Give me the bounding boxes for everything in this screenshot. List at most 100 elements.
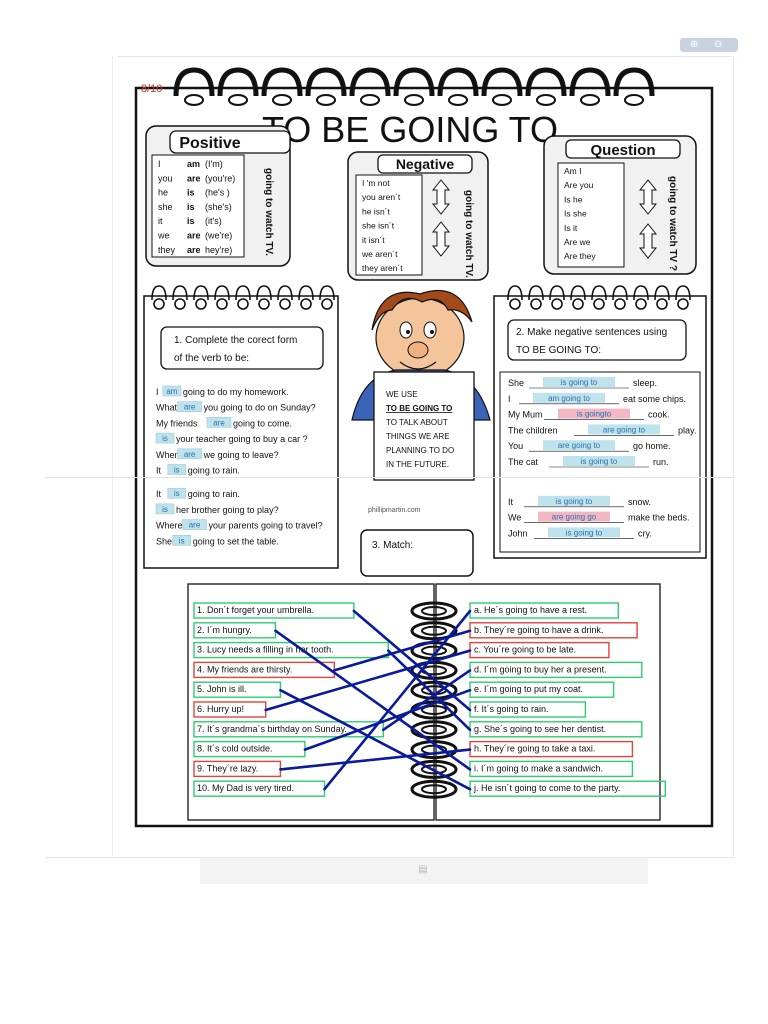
exercise2-text: play.	[678, 425, 696, 435]
binder-ring	[613, 67, 655, 97]
exercise2-text: She	[508, 378, 524, 388]
positive-verb: is	[187, 216, 195, 226]
match-left-item: 7. It´s grandma´s birthday on Sunday.	[197, 724, 347, 734]
match-right-item: d. I´m going to buy her a present.	[474, 664, 607, 674]
positive-pronoun: you	[158, 173, 173, 183]
exercise1-answer-box	[167, 464, 187, 475]
spiral-hole	[593, 298, 605, 310]
exercise2-text: cook.	[648, 410, 670, 420]
exercise1-answer-box	[172, 534, 191, 546]
match-line	[279, 748, 472, 771]
match-right-item: a. He´s going to have a rest.	[474, 605, 587, 615]
exercise2-answer: is going to	[566, 528, 603, 537]
match-right-item: g. She´s going to see her dentist.	[474, 724, 606, 734]
page-frame-right	[733, 56, 734, 856]
negative-row: I 'm not	[362, 178, 390, 188]
exercise1-answer: is	[174, 466, 180, 475]
illustration-credit: phillipmartin.com	[368, 507, 421, 514]
positive-verb: are	[187, 173, 201, 183]
question-row: Is it	[564, 223, 578, 233]
exercise3-label: 3. Match:	[372, 540, 413, 551]
exercise1-answer-box	[177, 401, 202, 413]
zoom-in-icon[interactable]: ⊕	[690, 39, 699, 50]
match-left-item: 5. John is ill.	[197, 684, 247, 694]
exercise1-instruction-2: of the verb to be:	[174, 353, 249, 364]
exercise2-text: We	[508, 513, 521, 523]
match-line	[386, 649, 472, 732]
exercise1-answer-box	[155, 503, 175, 515]
exercise2-instruction-2: TO BE GOING TO:	[516, 345, 601, 356]
negative-row: he isn´t	[362, 206, 391, 216]
question-row: Are you	[564, 180, 594, 190]
match-line	[279, 688, 472, 791]
exercise3-label-box	[360, 529, 474, 577]
exercise2-answer-box	[538, 495, 610, 506]
match-left-item: 8. It´s cold outside.	[197, 744, 273, 754]
positive-heading: Positive	[179, 135, 240, 152]
exercise1-text: It	[156, 466, 162, 476]
exercise1-answer: is	[179, 536, 185, 545]
center-note-line: THINGS WE ARE	[386, 432, 450, 441]
page-icon: ▤	[418, 864, 428, 875]
exercise1-text: What	[156, 403, 178, 413]
positive-verb: are	[187, 245, 201, 255]
spiral-hole	[216, 298, 228, 310]
spiral-hole	[614, 298, 626, 310]
exercise1-text: your parents going to travel?	[209, 521, 323, 531]
positive-side-text: going to watch TV.	[263, 168, 274, 256]
exercise2-answer-box	[548, 527, 620, 538]
page-frame-top	[118, 56, 732, 57]
exercise2-text: I	[508, 394, 511, 404]
exercise1-answer-box	[162, 385, 182, 397]
positive-contraction: hey're)	[205, 245, 232, 255]
positive-contraction: (he's )	[205, 188, 230, 198]
exercise1-text: going to come.	[233, 418, 292, 428]
page-counter: 8/10	[141, 83, 162, 95]
binder-ring	[437, 67, 479, 97]
exercise1-answer: are	[184, 403, 196, 412]
center-note-card	[373, 371, 475, 481]
exercise1-text: your teacher going to buy a car ?	[176, 434, 308, 444]
exercise1-text: When	[156, 450, 180, 460]
exercise1-answer: are	[213, 418, 225, 427]
binder-ring	[349, 67, 391, 97]
exercise1-text: I	[156, 387, 159, 397]
exercise1-answer: are	[189, 521, 201, 530]
exercise2-text: The cat	[508, 457, 539, 467]
match-line	[352, 609, 472, 712]
positive-contraction: (she's)	[205, 202, 232, 212]
match-lines	[264, 609, 472, 791]
exercise2-text: It	[508, 497, 514, 507]
exercise1-answer: are	[184, 450, 196, 459]
negative-row: they aren´t	[362, 263, 403, 273]
exercise1-answer-box	[167, 487, 187, 499]
positive-verb: are	[187, 231, 201, 241]
match-left-item: 10. My Dad is very tired.	[197, 783, 294, 793]
page-divider-top	[45, 477, 735, 478]
spiral-hole	[279, 298, 291, 310]
match-left-item: 9. They´re lazy.	[197, 763, 258, 773]
spiral-hole	[153, 298, 165, 310]
spine-ring	[410, 779, 458, 799]
positive-pronoun: they	[158, 245, 176, 255]
match-right-item: i. I´m going to make a sandwich.	[474, 763, 603, 773]
exercise1-answer-box	[182, 519, 207, 530]
question-row: Is she	[564, 209, 587, 219]
exercise2-instruction-1: 2. Make negative sentences using	[516, 327, 667, 338]
negative-row: it isn´t	[362, 235, 385, 245]
exercise1-text: My friends	[156, 418, 198, 428]
binder-ring	[393, 67, 435, 97]
match-left-item: 4. My friends are thirsty.	[197, 664, 292, 674]
zoom-out-icon[interactable]: ⊖	[714, 39, 723, 50]
spine-ring	[410, 680, 458, 700]
positive-pronoun: she	[158, 202, 173, 212]
binder-ring	[569, 67, 611, 97]
notebook-rings	[173, 67, 655, 106]
spiral-hole	[237, 298, 249, 310]
match-right-item: e. I´m going to put my coat.	[474, 684, 583, 694]
match-right-item: h. They´re going to take a taxi.	[474, 744, 595, 754]
positive-pronoun: I	[158, 159, 161, 169]
